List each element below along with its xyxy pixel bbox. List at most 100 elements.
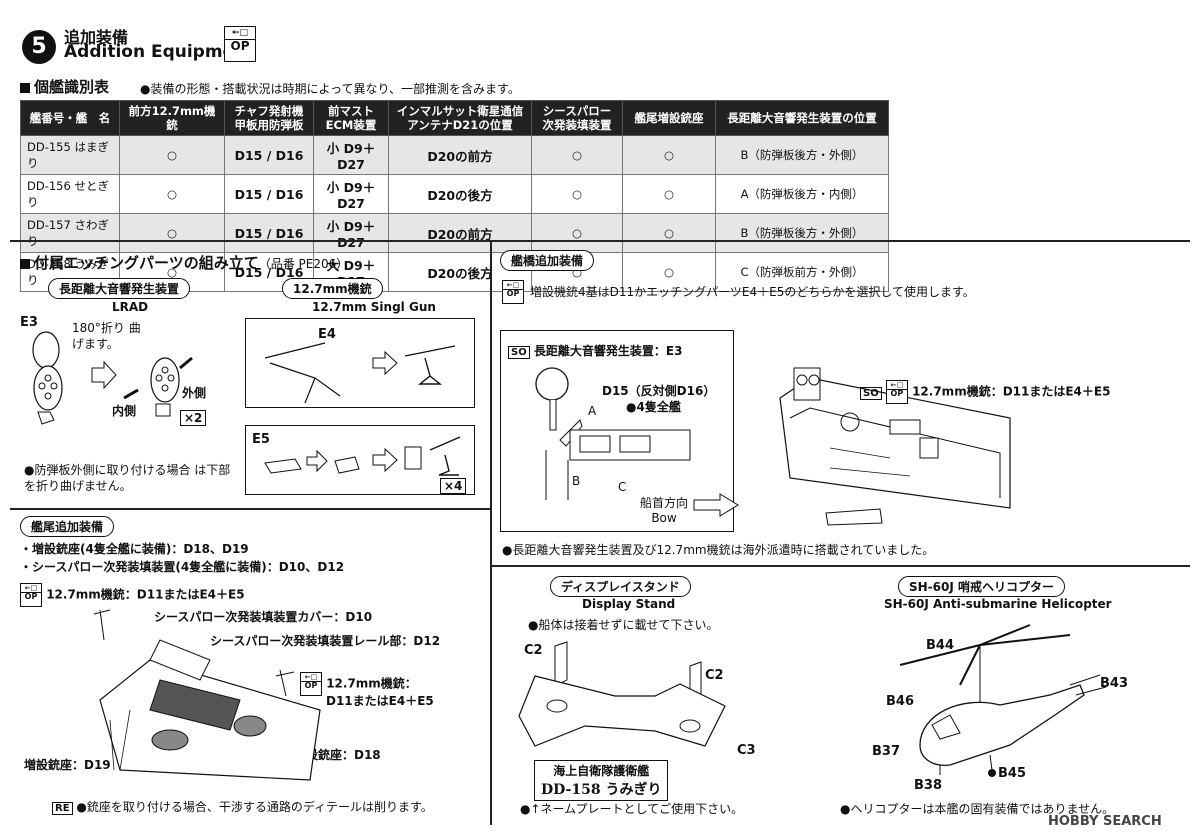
stern-line-1: ・増設銃座(4隻全艦に装備)：D18、D19 xyxy=(20,542,249,556)
gun-flat-part-icon xyxy=(264,342,341,404)
table-cell: D20の前方 xyxy=(388,135,532,175)
stern-gun2-parts: D11またはE4＋E5 xyxy=(326,694,434,708)
fold-instruction: 180°折り 曲げます。 xyxy=(72,321,141,351)
table-cell: DD-157 さわぎり xyxy=(20,213,120,253)
column-header: 艦番号・艦 名 xyxy=(20,100,120,136)
column-header: チャフ発射機 甲板用防弾板 xyxy=(224,100,314,136)
optional-arrow-icon: ←□ xyxy=(506,281,520,289)
heli-note: ●ヘリコプターは本艦の固有装備ではありません。 xyxy=(840,802,1115,816)
part-b38-label: B38 xyxy=(914,778,942,793)
optional-part-icon: ←□OP xyxy=(502,280,524,304)
table-cell: 小 D9＋D27 xyxy=(313,135,389,175)
optional-arrow-icon: ←□ xyxy=(231,28,249,38)
part-c3-label: C3 xyxy=(737,743,756,758)
e5-flat-icon xyxy=(264,458,302,474)
optional-label: OP xyxy=(503,289,523,298)
lrad-detail-label: SO 長距離大音響発生装置：E3 xyxy=(508,342,682,359)
heli-en-label: SH-60J Anti-submarine Helicopter xyxy=(884,597,1112,611)
optional-arrow-icon: ←□ xyxy=(890,381,904,389)
table-cell: A（防弾板後方・内側） xyxy=(715,174,889,214)
shield-plate-icon xyxy=(569,429,691,461)
table-cell: B（防弾板後方・外側） xyxy=(715,135,889,175)
step-title-ja: 追加装備 xyxy=(64,28,129,47)
bridge-structure-diagram xyxy=(779,367,1011,509)
etching-section-title: 付属エッチングパーツの組み立て（品番 PE206） xyxy=(20,252,348,273)
lrad-ring-icon xyxy=(32,331,60,369)
rotor-blades-icon xyxy=(899,624,1071,686)
table-cell: ○ xyxy=(622,135,716,175)
table-cell: ○ xyxy=(119,135,225,175)
position-b-label: B xyxy=(572,474,581,488)
arrow-right-icon xyxy=(306,449,328,473)
heli-pill: SH-60J 哨戒ヘリコプター xyxy=(898,576,1066,597)
table-cell: ○ xyxy=(119,213,225,253)
arrow-right-icon xyxy=(372,350,398,376)
sea-sparrow-rail-icon xyxy=(149,679,241,731)
optional-part-icon: ←□ OP xyxy=(224,26,256,62)
section-divider xyxy=(490,565,1190,567)
lrad-folded-icon xyxy=(150,357,180,403)
table-cell: D20の後方 xyxy=(388,174,532,214)
stand-en-label: Display Stand xyxy=(582,597,676,611)
part-b37-label: B37 xyxy=(872,744,900,759)
bridge-instruction: 増設機銃4基はD11かエッチングパーツE4＋E5のどちらかを選択して使用します。 xyxy=(530,285,975,299)
stern-assembly-diagram xyxy=(93,609,321,781)
column-header: 艦尾増設銃座 xyxy=(622,100,716,136)
lrad-mount-part-icon xyxy=(825,508,883,526)
re-tag: RE xyxy=(52,802,73,815)
ship-table-title: 個艦識別表 xyxy=(20,76,109,97)
inner-label: 内側 xyxy=(112,404,137,418)
section-divider xyxy=(10,240,1190,242)
column-header: シースパロー 次発装填装置 xyxy=(531,100,623,136)
mount-d18-label: 増設銃座：D18 xyxy=(294,748,381,762)
section-divider xyxy=(490,240,492,825)
lrad-en-label: LRAD xyxy=(112,300,149,314)
gun-en-label: 12.7mm Singl Gun xyxy=(312,300,436,314)
table-cell: B（防弾板後方・外側） xyxy=(715,213,889,253)
bow-arrow-icon xyxy=(693,493,739,517)
ship-identification-table: 艦番号・艦 名 前方12.7mm機銃 チャフ発射機 甲板用防弾板 前マスト EC… xyxy=(20,100,889,292)
stern-gun2-label: ←□OP 12.7mm機銃： xyxy=(300,672,417,696)
table-cell: D15 / D16 xyxy=(224,213,314,253)
table-cell: DD-156 せとぎり xyxy=(20,174,120,214)
table-cell: ○ xyxy=(622,252,716,292)
lrad-speaker-icon xyxy=(535,367,569,401)
part-b44-label: B44 xyxy=(926,638,954,653)
stand-base-c3-icon xyxy=(518,675,726,747)
part-c2-left-label: C2 xyxy=(524,643,543,658)
rail-d12-label: シースパロー次発装填装置レール部：D12 xyxy=(210,634,441,648)
part-b46-label: B46 xyxy=(886,694,914,709)
part-e4-label: E4 xyxy=(318,327,336,342)
gun-mount-d18-icon xyxy=(233,715,267,737)
table-cell: 小 D9＋D27 xyxy=(313,174,389,214)
cover-d10-label: シースパロー次発装填装置カバー：D10 xyxy=(154,610,373,624)
column-header: 前マスト ECM装置 xyxy=(313,100,389,136)
table-cell: ○ xyxy=(119,174,225,214)
lrad-note: ●防弾板外側に取り付ける場合 は下部を折り曲げません。 xyxy=(24,463,231,493)
stand-note: ●船体は接着せずに載せて下さい。 xyxy=(528,618,719,632)
part-e5-label: E5 xyxy=(252,432,270,447)
ship-table-note: ●装備の形態・搭載状況は時期によって異なり、一部推測を含みます。 xyxy=(140,82,520,96)
optional-part-icon: ←□OP xyxy=(300,672,322,696)
square-bullet-icon xyxy=(20,259,30,269)
table-cell: DD-155 はまぎり xyxy=(20,135,120,175)
column-header: インマルサット衛星通信 アンテナD21の位置 xyxy=(388,100,532,136)
table-cell: D15 / D16 xyxy=(224,135,314,175)
square-bullet-icon xyxy=(20,83,30,93)
gun-pill: 12.7mm機銃 xyxy=(282,278,383,299)
stern-gun-line: ←□OP 12.7mm機銃：D11またはE4＋E5 xyxy=(20,583,245,607)
bridge-note: ●長距離大音響発生装置及び12.7mm機銃は海外派遣時に搭載されていました。 xyxy=(502,543,935,557)
table-cell: C（防弾板前方・外側） xyxy=(715,252,889,292)
mount-d19-label: 増設銃座：D19 xyxy=(24,758,111,772)
table-cell: ○ xyxy=(531,135,623,175)
so-tag: SO xyxy=(860,386,882,400)
optional-label: OP xyxy=(301,681,321,690)
column-header: 前方12.7mm機銃 xyxy=(119,100,225,136)
position-a-label: A xyxy=(588,404,597,418)
optional-part-icon: ←□OP xyxy=(885,380,908,404)
optional-label: OP xyxy=(886,389,907,398)
lrad-pill: 長距離大音響発生装置 xyxy=(48,278,191,299)
bridge-pill: 艦橋追加装備 xyxy=(500,250,595,271)
arrow-right-icon xyxy=(372,447,398,473)
optional-label: OP xyxy=(225,39,255,52)
